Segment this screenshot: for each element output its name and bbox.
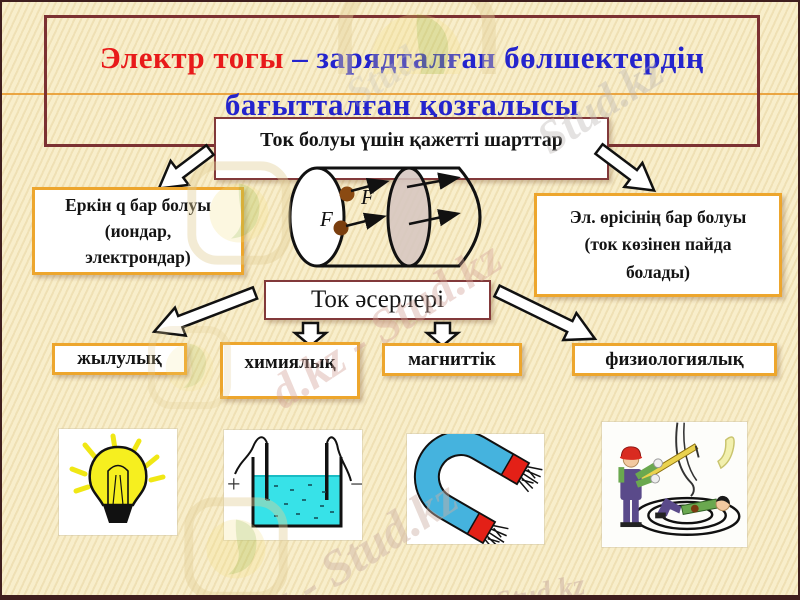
electrocution-rescue-illustration <box>602 422 747 547</box>
rescuer-leg <box>623 498 631 524</box>
horseshoe-magnet-illustration <box>407 434 544 544</box>
electrode <box>325 443 329 500</box>
effect-label: физиологиялық <box>605 348 744 370</box>
effect-label: жылулық <box>77 348 162 369</box>
hard-hat <box>620 446 642 458</box>
arrow-to-magnetic-icon <box>423 321 462 348</box>
rescuer-leg <box>631 498 639 524</box>
rescuer-glove <box>653 458 663 469</box>
arrow-to-free-charges-icon <box>156 143 216 191</box>
magnet-pole <box>500 453 530 485</box>
fallen-wire <box>683 422 698 482</box>
effect-thermal-box: жылулық <box>52 343 187 375</box>
hard-hat-brim <box>619 455 643 460</box>
magnet-body <box>413 434 531 544</box>
victim-shoe <box>655 512 666 519</box>
charge-dot <box>333 220 349 236</box>
conditions-header-label: Ток болуы үшін қажетті шарттар <box>260 129 563 151</box>
electric-field-line: Эл. өрісінің бар болуы <box>569 207 747 228</box>
arrow-to-thermal-icon <box>151 285 259 338</box>
cylinder-body <box>317 166 482 268</box>
effects-header-label: Ток әсерлері <box>310 286 445 313</box>
free-charges-line: (иондар, <box>104 220 172 241</box>
arrow-to-chemical-icon <box>291 321 330 348</box>
pole-hook <box>694 445 700 458</box>
rescuer-shoe <box>631 522 642 528</box>
title-red-text: Электр тогы <box>99 40 285 75</box>
cylinder-left-face <box>288 166 346 268</box>
title-line-1: Электр тогы – зарядталған бөлшектердің <box>100 34 705 81</box>
light-bulb-illustration <box>59 429 177 535</box>
ion-dashes <box>266 484 334 519</box>
arrow-to-physiological-icon <box>492 283 598 342</box>
rescuer-sleeve <box>618 467 625 483</box>
victim-hair <box>716 495 730 505</box>
effects-header-box: Ток әсерлері <box>264 280 491 320</box>
watermark-text: Stud.kz <box>492 568 588 600</box>
bulb-filament <box>107 464 129 505</box>
wire <box>234 436 268 475</box>
iron-filings <box>484 465 543 544</box>
victim-leg <box>660 498 682 514</box>
electrolysis-illustration: + − <box>224 430 362 540</box>
wire <box>326 436 352 482</box>
rescuer-shoe <box>620 522 631 528</box>
spark-arrow <box>717 436 735 470</box>
rescuer-overalls <box>620 469 642 500</box>
force-vector <box>408 209 461 227</box>
decorative-orange-line <box>2 93 798 95</box>
bulb-glass <box>88 445 148 507</box>
electrode <box>265 443 269 500</box>
title-line-2: бағытталған қозғалысы <box>224 87 580 122</box>
force-vector <box>345 212 387 230</box>
electric-field-line: (ток көзінен пайда <box>584 234 732 255</box>
force-vector <box>406 172 461 190</box>
conductor-cylinder-diagram: F F <box>288 166 482 268</box>
electric-field-line: болады) <box>626 261 690 282</box>
electrolysis-vessel <box>251 457 343 528</box>
force-vector <box>350 178 390 195</box>
plus-terminal-label: + <box>227 472 241 498</box>
bulb-filament <box>112 474 124 506</box>
free-charges-line: электрондар) <box>85 247 191 268</box>
victim-belt <box>690 504 699 513</box>
free-charges-line: Еркін q бар болуы <box>65 194 211 215</box>
rescuer-arm <box>635 475 654 488</box>
free-charges-box: Еркін q бар болуы (иондар, электрондар) <box>32 187 244 275</box>
force-label: F <box>319 207 333 231</box>
electric-field-box: Эл. өрісінің бар болуы (ток көзінен пайд… <box>534 193 782 297</box>
effect-magnetic-box: магниттік <box>382 343 522 376</box>
effect-label: химиялық <box>244 352 336 373</box>
minus-terminal-label: − <box>350 472 362 498</box>
fallen-wire <box>675 422 695 497</box>
cylinder-cross-section <box>386 166 432 268</box>
arrow-to-electric-field-icon <box>593 142 657 193</box>
effect-physiological-box: физиологиялық <box>572 343 777 376</box>
charge-dot <box>339 186 355 202</box>
effect-chemical-box: химиялық <box>220 342 360 399</box>
rescuer-glove <box>650 473 660 484</box>
rescuer-arm <box>635 462 658 480</box>
title-blue-text: – зарядталған бөлшектердің <box>292 40 705 75</box>
bulb-base <box>103 505 133 523</box>
effect-label: магниттік <box>408 348 496 370</box>
